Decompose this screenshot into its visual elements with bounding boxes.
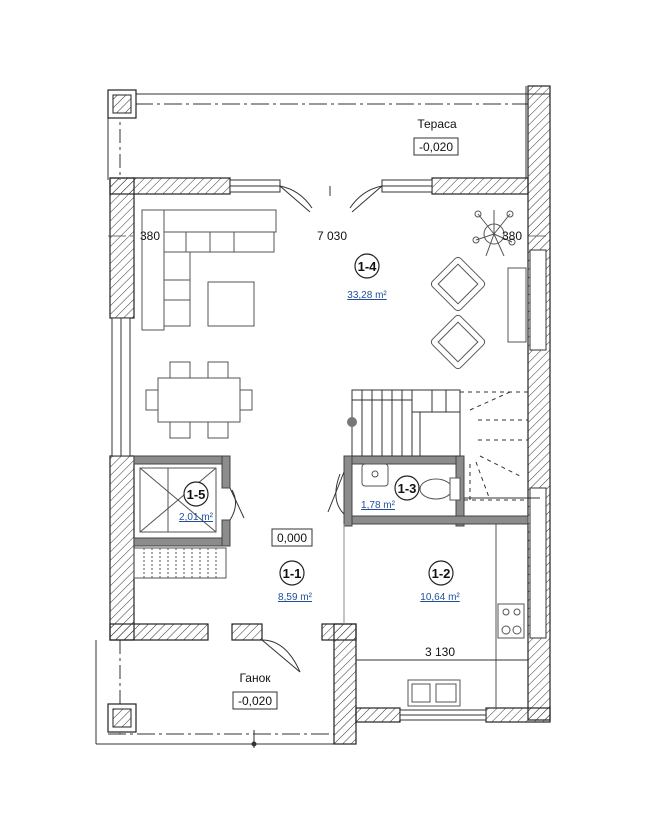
terrace-door: [279, 185, 383, 213]
room-1-5: 1-5 2,01 m²: [179, 481, 214, 523]
terrace-area: [107, 86, 550, 180]
room-1-3: 1-3 1,78 m²: [361, 475, 420, 511]
tv-console: [507, 267, 527, 343]
dim-middle: 7 030: [317, 229, 347, 243]
windows: [111, 179, 547, 721]
room-1-1-id: 1-1: [283, 566, 302, 581]
storage-door: [229, 487, 245, 521]
coffee-table: [207, 281, 255, 327]
floor-level: 0,000: [277, 531, 307, 545]
exterior-walls: [109, 85, 551, 745]
sofa: [141, 209, 277, 331]
entrance-door: [261, 639, 301, 673]
porch-label: Ганок: [239, 671, 271, 685]
wc-fixtures: [361, 463, 461, 501]
floor-level-box: [271, 528, 313, 547]
room-1-2: 1-2 10,64 m²: [420, 560, 460, 603]
room-1-5-id: 1-5: [187, 487, 206, 502]
armchairs: [430, 256, 486, 370]
room-1-4-id: 1-4: [358, 259, 378, 274]
room-1-2-id: 1-2: [432, 566, 451, 581]
kitchen-counter: [356, 524, 528, 708]
room-1-3-area: 1,78 m²: [361, 500, 396, 511]
terrace-level: -0,020: [419, 140, 453, 154]
terrace-level-box: [413, 137, 459, 156]
room-1-4-area: 33,28 m²: [347, 290, 387, 301]
terrace-label: Тераса: [417, 117, 457, 131]
room-1-2-area: 10,64 m²: [420, 592, 460, 603]
terrace-column-left: [107, 89, 137, 119]
dim-left: 380: [140, 229, 160, 243]
room-1-1: 1-1 8,59 m²: [278, 560, 313, 603]
porch-column: [107, 703, 137, 733]
porch-level-box: [232, 691, 278, 710]
plant-icon: [472, 210, 516, 257]
dim-kitchen: 3 130: [425, 645, 455, 659]
porch-level: -0,020: [238, 694, 272, 708]
room-1-4: 1-4 33,28 m²: [347, 253, 387, 301]
room-1-3-id: 1-3: [398, 481, 417, 496]
dim-right: 380: [502, 229, 522, 243]
room-1-1-area: 8,59 m²: [278, 592, 313, 603]
storage-shelves: [133, 467, 227, 579]
staircase: [347, 389, 540, 501]
room-1-5-area: 2,01 m²: [179, 512, 214, 523]
wc-door: [327, 471, 345, 515]
dining-set: [145, 361, 253, 439]
